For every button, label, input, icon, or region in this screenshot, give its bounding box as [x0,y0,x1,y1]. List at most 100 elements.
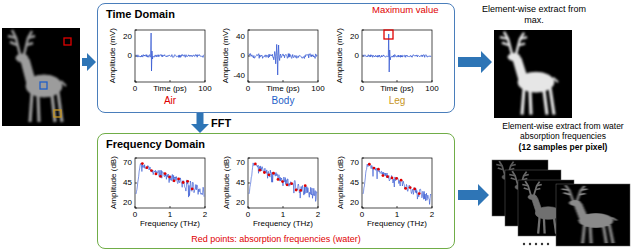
ellipsis-dot [523,243,525,245]
tick-mark [362,158,364,159]
absorption-point [299,189,302,192]
absorption-point [281,180,284,183]
label-text: 0 [246,210,250,219]
absorption-point [400,179,403,182]
tick-mark [135,30,137,31]
absorption-point [377,168,380,171]
absorption-point [368,163,371,166]
label-text: Frequency (THz) [140,219,200,228]
label-text: 1 [168,210,172,219]
label-text: 0 [355,51,359,60]
tick-mark [397,206,398,208]
label-text: 40 [236,32,245,41]
label-text: 0 [360,210,364,219]
label-text: Time (ps) [266,84,299,93]
absorption-point [372,167,375,170]
axis-title: Amplitude (mV) [335,28,344,83]
label-text: 0 [241,51,245,60]
label-text: Maximum value [372,5,439,16]
deer-image [562,185,617,243]
tick-mark [205,80,206,82]
flow-arrow [458,51,492,73]
tick-mark [248,56,250,57]
label-text: 100 [198,84,211,93]
time-waveform [249,44,317,75]
absorption-point [182,181,185,184]
tick-mark [170,80,171,82]
axis-title: Amplitude (dB) [221,157,230,210]
label-text: Frequency (THz) [253,219,313,228]
label-text: 2 [430,210,434,219]
tick-mark [362,30,364,31]
label-text: Air [164,95,176,107]
label-text: 100 [311,84,324,93]
axis-title: Amplitude (mV) [108,28,117,83]
tick-mark [397,80,398,82]
label-text: Time (ps) [153,84,186,93]
label-text: 70 [350,158,359,167]
panel-title: Frequency Domain [106,138,205,151]
plot-frame [248,158,318,208]
label-text: 20 [123,32,132,41]
absorption-point [258,169,261,172]
label-text: 20 [350,198,359,207]
label-text: 100 [425,84,438,93]
label-text: 45 [236,178,245,187]
tick-mark [135,208,137,209]
absorption-point [304,184,307,187]
note-text: Element-wise extract from water absorpti… [488,121,638,141]
deer-image [500,32,558,115]
ellipsis-dot [535,243,537,245]
spectrum-curve [249,163,317,202]
absorption-point [272,172,275,175]
tick-mark [248,30,250,31]
tick-mark [248,82,250,83]
spectrum-curve [136,164,204,198]
absorption-point [391,177,394,180]
flow-arrow [82,53,96,71]
label-text: 20 [123,198,132,207]
tick-mark [362,82,364,83]
plot-group [135,30,432,208]
tick-mark [170,206,171,208]
ellipsis-dot [541,243,543,245]
absorption-point [295,189,298,192]
time-waveform [136,33,204,71]
absorption-point [164,172,167,175]
spectrum-curve [363,164,431,205]
absorption-point [395,177,398,180]
label-text: 1 [281,210,285,219]
time-waveform [363,34,431,72]
label-text: Time (ps) [380,84,413,93]
axis-title: Amplitude (dB) [108,157,117,210]
arrow-shaft [197,113,204,125]
absorption-point [286,183,289,186]
absorption-point [168,175,171,178]
tick-mark [248,208,250,209]
label-text: Leg [389,95,406,107]
absorption-point [173,179,176,182]
plot-frame [248,30,318,82]
freq-image [556,184,630,246]
body-marker [40,82,47,89]
absorption-point [382,174,385,177]
plot-frame [362,30,432,82]
tick-mark [432,80,433,82]
panel-title: Time Domain [106,8,175,21]
tick-mark [135,183,137,184]
label-text: -40 [233,71,245,80]
plot-frame [362,158,432,208]
tick-mark [362,183,364,184]
plot-frame [135,158,205,208]
max-image [494,30,572,118]
label-text: 70 [123,158,132,167]
tick-mark [205,206,206,208]
ellipsis-dot [529,243,531,245]
absorption-point [141,162,144,165]
leg-marker [54,110,61,117]
label-text: 45 [350,178,359,187]
absorption-point [186,180,189,183]
label-text: 45 [123,178,132,187]
absorption-point [404,187,407,190]
